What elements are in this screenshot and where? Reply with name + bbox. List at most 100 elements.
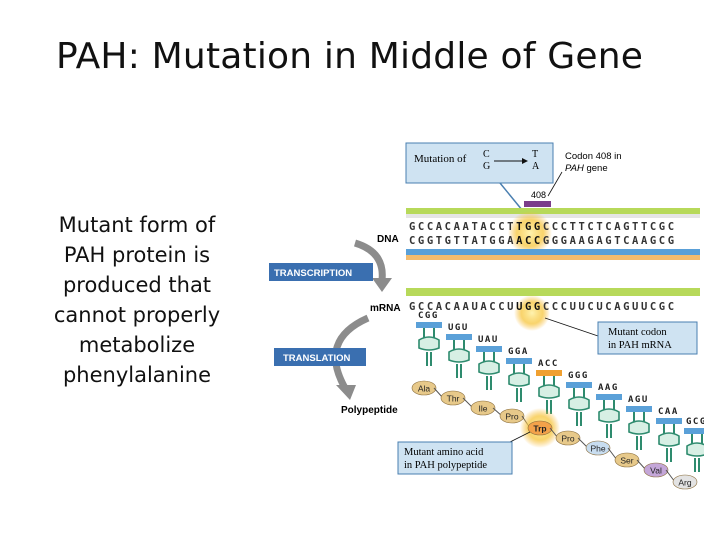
codon-pointer [547, 171, 563, 197]
amino-acid-oval [555, 430, 581, 446]
anticodon-bases [684, 428, 704, 434]
amino-acid: Arg [665, 469, 698, 490]
amino-acid-label: Trp [533, 424, 546, 434]
mrna-pre: GCCACAAUACCU [409, 301, 516, 313]
pah-mutation-diagram: Mutation of C G T A Codon 408 in PAH gen… [269, 142, 704, 490]
trna-loop [448, 348, 470, 363]
translation-arrowhead-icon [336, 385, 356, 400]
mrna-mut: UGG [516, 301, 543, 313]
mutation-to-bottom: A [532, 161, 540, 172]
trna-loop [508, 372, 530, 387]
amino-acid: Trp [520, 408, 560, 448]
trna-acceptor [636, 436, 642, 450]
mrna-backbone [406, 288, 700, 296]
amino-acid-oval [440, 390, 466, 406]
amino-acid: Ala [411, 380, 437, 396]
amino-acid: Val [636, 459, 669, 478]
anticodon-label: GGG [568, 371, 589, 381]
amino-acid-label: Thr [447, 394, 460, 404]
amino-acid-label: Val [650, 466, 662, 476]
mutant-amino-box [397, 441, 513, 475]
trna: AAG [596, 383, 622, 438]
anticodon-bases [596, 394, 622, 400]
amino-acid-label: Pro [561, 434, 575, 444]
codon-number: 408 [531, 190, 546, 200]
amino-acid-label: Ala [418, 384, 431, 394]
dna-bottom-mut: ACC [516, 235, 543, 247]
anticodon-label: AAG [598, 383, 619, 393]
codon-marker [524, 201, 551, 207]
amino-acid-oval [411, 380, 437, 396]
amino-acid: Pro [549, 427, 581, 446]
trna-acceptor [486, 376, 492, 390]
mutant-codon-line2: in PAH mRNA [608, 340, 672, 351]
trna-acceptor [606, 424, 612, 438]
dna-label: DNA [377, 234, 399, 245]
transcription-label-bg [269, 263, 373, 281]
anticodon-bases [566, 382, 592, 388]
trna-loop [628, 420, 650, 435]
anticodon-bases [476, 346, 502, 352]
trna-acceptor [456, 364, 462, 378]
codon-label-line1: Codon 408 in [565, 151, 622, 162]
side-text-line: Mutant form of [58, 213, 216, 237]
amino-acid: Pro [492, 407, 525, 424]
anticodon-bases [536, 370, 562, 376]
side-text-line: produced that [62, 273, 212, 297]
anticodon-label: UGU [448, 323, 469, 333]
anticodon-label: CGG [418, 311, 439, 321]
side-text-line: metabolize [78, 333, 196, 357]
mutation-from-bottom: G [483, 161, 490, 172]
trna-loop [598, 408, 620, 423]
trna-loop [538, 384, 560, 399]
trna: CGG [416, 311, 442, 366]
translation-arrow [332, 314, 370, 390]
mutant-codon-box [597, 321, 698, 355]
trna-loop [418, 336, 440, 351]
translation-label: TRANSLATION [283, 353, 351, 364]
dna-top-backbone [406, 208, 700, 214]
trna: ACC [536, 359, 562, 414]
mrna-label: mRNA [370, 303, 401, 314]
amino-acid-label: Ser [620, 456, 633, 466]
anticodon-label: ACC [538, 359, 559, 369]
trna-loop [478, 360, 500, 375]
amino-acid: Ile [462, 397, 496, 416]
dna-top-strand: GCCACAATACCTTGGCCCTTCTCAGTTCGC [409, 221, 677, 233]
anticodon-bases [656, 418, 682, 424]
trna: UAU [476, 335, 502, 390]
trna: GCG [684, 417, 704, 472]
anticodon-bases [416, 322, 442, 328]
dna-bottom-post: GGGAAGAGTCAAGCG [543, 235, 677, 247]
dna-bottom-strand: CGGTGTTATGGAACCGGGAAGAGTCAAGCG [409, 235, 677, 247]
dna-top-pre: GCCACAATACCT [409, 221, 516, 233]
anticodon-label: AGU [628, 395, 649, 405]
trna-layer: CGGUGUUAUGGAACCGGGAAGAGUCAAGCG [416, 311, 704, 472]
mutation-glow [508, 211, 552, 255]
mutation-arrowhead-icon [522, 158, 528, 164]
trna-loop [686, 442, 704, 457]
dna-top-post: CCCTTCTCAGTTCGC [543, 221, 677, 233]
trna-loop [658, 432, 680, 447]
trna-acceptor [516, 388, 522, 402]
amino-acid-oval [672, 474, 698, 490]
trna-acceptor [426, 352, 432, 366]
side-text-line: PAH protein is [63, 243, 211, 267]
trna-acceptor [576, 412, 582, 426]
amino-acid-oval [527, 420, 553, 436]
trna: GGG [566, 371, 592, 426]
anticodon-label: GCG [686, 417, 704, 427]
mutant-amino-line1: Mutant amino acid [404, 447, 484, 458]
slide-title: PAH: Mutation in Middle of Gene [56, 36, 644, 77]
trna: UGU [446, 323, 472, 378]
mutant-codon-pointer [544, 317, 599, 337]
amino-acid-oval [470, 400, 496, 416]
amino-acid-label: Phe [590, 444, 605, 454]
amino-acid: Ser [607, 447, 640, 468]
trna-acceptor [694, 458, 700, 472]
trna: CAA [656, 407, 682, 462]
side-text: Mutant form of PAH protein is produced t… [28, 210, 246, 390]
mutant-amino-pointer [509, 431, 531, 443]
anticodon-bases [506, 358, 532, 364]
mutation-box [405, 142, 554, 184]
